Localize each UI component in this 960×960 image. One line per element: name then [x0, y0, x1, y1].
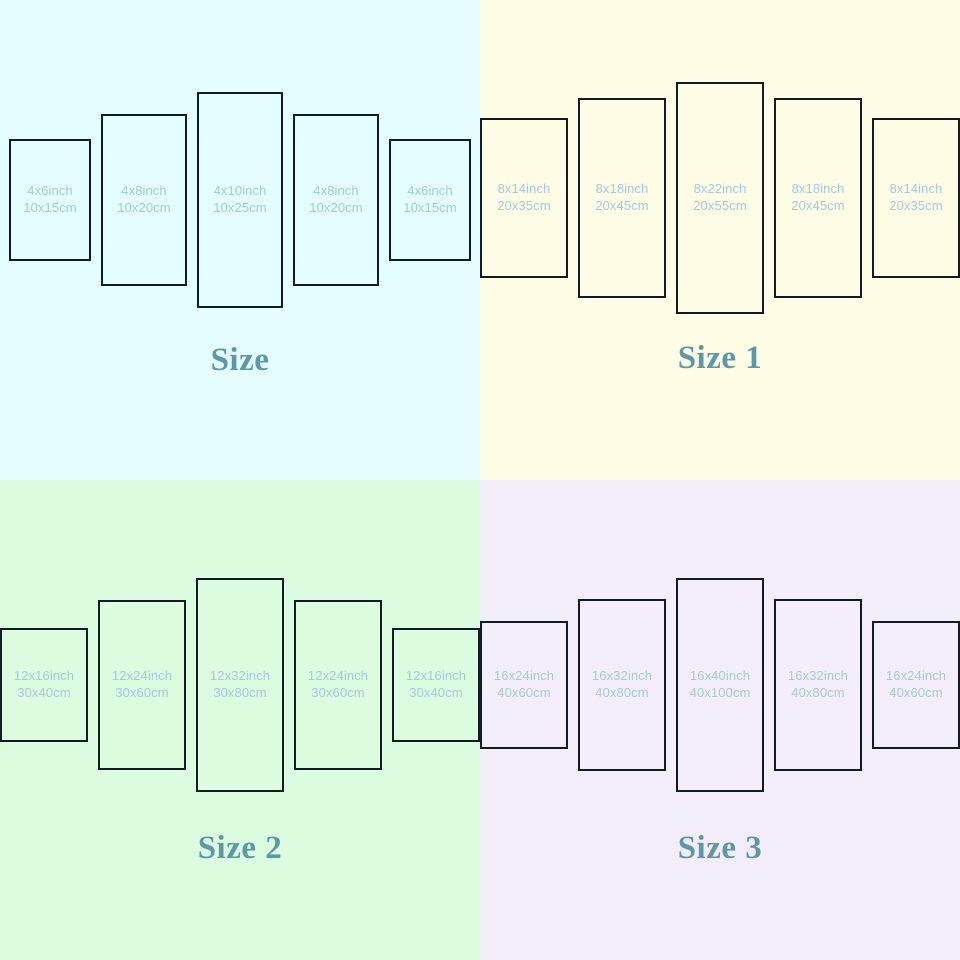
panel-0-0[interactable]: 4x6inch 10x15cm	[9, 139, 91, 261]
panel-row-2: 12x16inch 30x40cm 12x24inch 30x60cm 12x3…	[0, 560, 480, 810]
size-option-quadrant-0: 4x6inch 10x15cm 4x8inch 10x20cm 4x10inch…	[0, 0, 480, 480]
panel-label-cm: 30x60cm	[115, 685, 169, 700]
panel-3-1[interactable]: 16x32inch 40x80cm	[578, 599, 666, 771]
panel-label-inch: 12x32inch	[209, 668, 271, 684]
panel-label-inch: 4x8inch	[313, 183, 359, 199]
size-option-quadrant-1: 8x14inch 20x35cm 8x18inch 20x45cm 8x22in…	[480, 0, 960, 480]
panel-1-3[interactable]: 8x18inch 20x45cm	[774, 97, 862, 298]
panel-3-2[interactable]: 16x40inch 40x100cm	[676, 578, 764, 792]
panel-row-3: 16x24inch 40x60cm 16x32inch 40x80cm 16x4…	[480, 560, 960, 810]
panel-label-cm: 10x25cm	[213, 200, 267, 215]
panel-label-cm: 20x45cm	[791, 197, 845, 213]
panel-label-inch: 16x32inch	[787, 668, 849, 684]
panel-label-inch: 4x10inch	[213, 183, 267, 199]
panel-label-cm: 30x80cm	[213, 685, 267, 700]
panel-label-cm: 10x20cm	[117, 200, 171, 215]
panel-1-1[interactable]: 8x18inch 20x45cm	[578, 97, 666, 298]
panel-label-inch: 8x14inch	[889, 180, 943, 196]
panel-label-inch: 12x24inch	[307, 668, 369, 684]
panel-row-1: 8x14inch 20x35cm 8x18inch 20x45cm 8x22in…	[480, 70, 960, 325]
panel-label-inch: 8x18inch	[595, 180, 649, 196]
panel-label-cm: 20x35cm	[889, 197, 943, 213]
panel-label-inch: 4x8inch	[121, 183, 167, 199]
panel-2-3[interactable]: 12x24inch 30x60cm	[294, 600, 382, 770]
panel-1-4[interactable]: 8x14inch 20x35cm	[872, 117, 960, 278]
panel-2-4[interactable]: 12x16inch 30x40cm	[392, 628, 480, 742]
panel-label-cm: 10x15cm	[403, 200, 457, 215]
panel-1-0[interactable]: 8x14inch 20x35cm	[480, 117, 568, 278]
panel-3-4[interactable]: 16x24inch 40x60cm	[872, 621, 960, 749]
panel-0-3[interactable]: 4x8inch 10x20cm	[293, 114, 379, 286]
panel-label-inch: 12x16inch	[13, 668, 75, 684]
size-option-quadrant-3: 16x24inch 40x60cm 16x32inch 40x80cm 16x4…	[480, 480, 960, 960]
size-option-title-3: Size 3	[677, 830, 763, 866]
panel-label-cm: 40x60cm	[889, 685, 943, 700]
panel-label-cm: 40x80cm	[595, 685, 649, 700]
panel-label-cm: 20x55cm	[693, 197, 747, 213]
size-option-quadrant-2: 12x16inch 30x40cm 12x24inch 30x60cm 12x3…	[0, 480, 480, 960]
panel-2-0[interactable]: 12x16inch 30x40cm	[0, 628, 88, 742]
panel-label-cm: 30x60cm	[311, 685, 365, 700]
panel-label-cm: 30x40cm	[17, 685, 71, 700]
panel-label-cm: 10x15cm	[23, 200, 77, 215]
panel-label-inch: 16x24inch	[885, 668, 947, 684]
size-option-title-2: Size 2	[197, 830, 283, 866]
panel-3-3[interactable]: 16x32inch 40x80cm	[774, 599, 862, 771]
panel-0-2[interactable]: 4x10inch 10x25cm	[197, 92, 283, 308]
panel-label-inch: 8x14inch	[497, 180, 551, 196]
panel-label-cm: 40x80cm	[791, 685, 845, 700]
panel-label-cm: 10x20cm	[309, 200, 363, 215]
panel-label-inch: 8x18inch	[791, 180, 845, 196]
panel-2-1[interactable]: 12x24inch 30x60cm	[98, 600, 186, 770]
panel-label-inch: 8x22inch	[693, 180, 747, 196]
panel-label-cm: 40x60cm	[497, 685, 551, 700]
panel-label-inch: 12x24inch	[111, 668, 173, 684]
panel-label-inch: 12x16inch	[405, 668, 467, 684]
panel-label-inch: 16x32inch	[591, 668, 653, 684]
panel-label-cm: 20x45cm	[595, 197, 649, 213]
panel-label-cm: 20x35cm	[497, 197, 551, 213]
panel-1-2[interactable]: 8x22inch 20x55cm	[676, 81, 764, 314]
panel-label-inch: 4x6inch	[407, 183, 453, 199]
panel-label-cm: 30x40cm	[409, 685, 463, 700]
panel-label-inch: 4x6inch	[27, 183, 73, 199]
panel-3-0[interactable]: 16x24inch 40x60cm	[480, 621, 568, 749]
panel-label-cm: 40x100cm	[689, 685, 751, 700]
panel-label-inch: 16x40inch	[689, 668, 751, 684]
panel-row-0: 4x6inch 10x15cm 4x8inch 10x20cm 4x10inch…	[0, 80, 480, 320]
size-option-title-0: Size	[210, 342, 270, 378]
size-option-title-1: Size 1	[677, 340, 763, 376]
panel-0-4[interactable]: 4x6inch 10x15cm	[389, 139, 471, 261]
panel-label-inch: 16x24inch	[493, 668, 555, 684]
panel-0-1[interactable]: 4x8inch 10x20cm	[101, 114, 187, 286]
panel-2-2[interactable]: 12x32inch 30x80cm	[196, 578, 284, 792]
